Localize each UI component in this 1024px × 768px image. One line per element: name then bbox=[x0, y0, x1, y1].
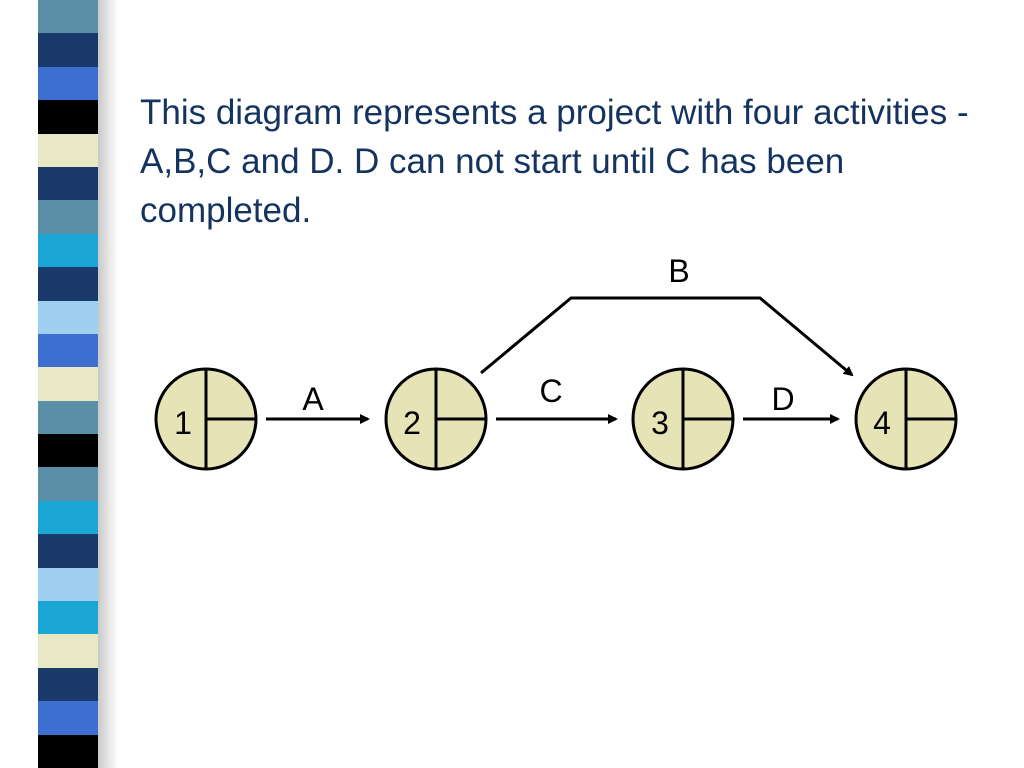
activity-b-arrow bbox=[480, 296, 854, 377]
activity-c-label: C bbox=[539, 373, 562, 409]
stripe-segment bbox=[38, 500, 98, 535]
node-2-label: 2 bbox=[403, 405, 421, 441]
node-3: 3 bbox=[631, 367, 735, 471]
activity-b-label: B bbox=[668, 253, 689, 289]
stripe-segment bbox=[38, 166, 98, 201]
stripe-segment bbox=[38, 567, 98, 602]
activity-b: B bbox=[480, 253, 854, 377]
stripe-shadow bbox=[98, 0, 118, 768]
stripe-segment bbox=[38, 367, 98, 401]
stripe-segment bbox=[38, 66, 98, 101]
node-1: 1 bbox=[154, 367, 258, 471]
stripe-segment bbox=[38, 133, 98, 167]
node-4-label: 4 bbox=[873, 405, 891, 441]
node-1-divider bbox=[204, 369, 256, 469]
node-1-label: 1 bbox=[174, 405, 192, 441]
decorative-stripe bbox=[38, 0, 98, 768]
stripe-segment bbox=[38, 0, 98, 34]
node-3-label: 3 bbox=[651, 405, 669, 441]
stripe-segment bbox=[38, 100, 98, 134]
stripe-segment bbox=[38, 33, 98, 67]
node-3-divider bbox=[681, 369, 733, 469]
node-4-divider bbox=[904, 369, 956, 469]
activity-a-label: A bbox=[302, 381, 324, 417]
activity-d: D bbox=[743, 381, 840, 424]
activity-a: A bbox=[266, 381, 370, 424]
node-2: 2 bbox=[384, 367, 488, 471]
activity-d-label: D bbox=[771, 381, 794, 417]
stripe-segment bbox=[38, 333, 98, 368]
stripe-segment bbox=[38, 634, 98, 668]
stripe-segment bbox=[38, 434, 98, 468]
stripe-segment bbox=[38, 734, 98, 768]
stripe-segment bbox=[38, 467, 98, 501]
node-4: 4 bbox=[854, 367, 958, 471]
stripe-segment bbox=[38, 601, 98, 635]
node-2-divider bbox=[434, 369, 486, 469]
stripe-segment bbox=[38, 233, 98, 268]
slide-body-text: This diagram represents a project with f… bbox=[140, 93, 969, 230]
stripe-segment bbox=[38, 200, 98, 234]
stripe-segment bbox=[38, 667, 98, 702]
stripe-segment bbox=[38, 267, 98, 301]
stripe-segment bbox=[38, 400, 98, 435]
activity-c: C bbox=[496, 373, 618, 424]
stripe-segment bbox=[38, 300, 98, 334]
stripe-segment bbox=[38, 701, 98, 735]
stripe-segment bbox=[38, 534, 98, 568]
